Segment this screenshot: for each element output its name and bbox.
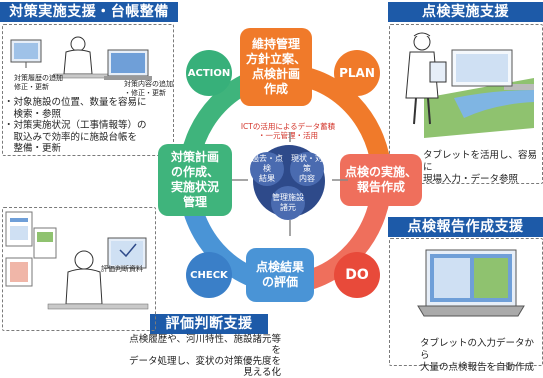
panel-bottom-left bbox=[2, 207, 156, 331]
mid-right-caption: タブレットの入力データから 大量の点検報告を自動作成 bbox=[420, 338, 535, 373]
screen-caption-left: 対策履歴の追加 修正・更新 bbox=[14, 74, 63, 91]
action-circle: ACTION bbox=[186, 50, 232, 96]
do-circle: DO bbox=[334, 252, 380, 298]
plan-circle: PLAN bbox=[334, 50, 380, 96]
bubble-past-inspection: 過去・点検結果 bbox=[250, 152, 284, 186]
bubble-current-measures: 現状・対策内容 bbox=[290, 152, 324, 186]
header-mid-right: 点検報告作成支援 bbox=[388, 217, 543, 237]
bottom-left-caption: 評価判断資料 bbox=[101, 265, 143, 273]
top-right-caption: タブレットを活用し、容易に 現場入力・データ参照 bbox=[423, 150, 538, 185]
tablet-worker-icon bbox=[405, 32, 534, 138]
header-top-right: 点検実施支援 bbox=[388, 2, 543, 22]
person-at-computer-icon bbox=[10, 36, 152, 80]
check-box: 点検結果 の評価 bbox=[246, 248, 314, 302]
bubble-facility-specs: 管理施設諸元 bbox=[271, 186, 305, 220]
panel-top-left bbox=[2, 24, 174, 156]
bottom-center-caption: 点検履歴や、河川特性、施設諸元等を データ処理し、変状の対策優先度を 見える化 bbox=[128, 334, 281, 378]
plan-box: 維持管理 方針立案、 点検計画 作成 bbox=[240, 28, 312, 106]
ict-label: ICTの活用によるデータ蓄積 ・一元管理・活用 bbox=[240, 122, 336, 140]
do-box: 点検の実施、 報告作成 bbox=[340, 154, 422, 206]
header-top-left: 対策実施支援・台帳整備 bbox=[0, 2, 178, 22]
screen-caption-right: 対策内容の追加 ・修正・更新 bbox=[124, 80, 173, 97]
doc-sheets-icon bbox=[5, 211, 149, 310]
top-left-bullets: ・対象施設の位置、数量を容易に 検索・参照 ・対策実施状況（工事情報等）の 取込… bbox=[4, 97, 147, 154]
laptop-icon bbox=[417, 249, 525, 317]
center-connectors bbox=[232, 132, 348, 236]
header-bottom-center: 評価判断支援 bbox=[150, 314, 268, 334]
action-box: 対策計画 の作成、 実施状況 管理 bbox=[158, 144, 232, 216]
check-circle: CHECK bbox=[186, 252, 232, 298]
